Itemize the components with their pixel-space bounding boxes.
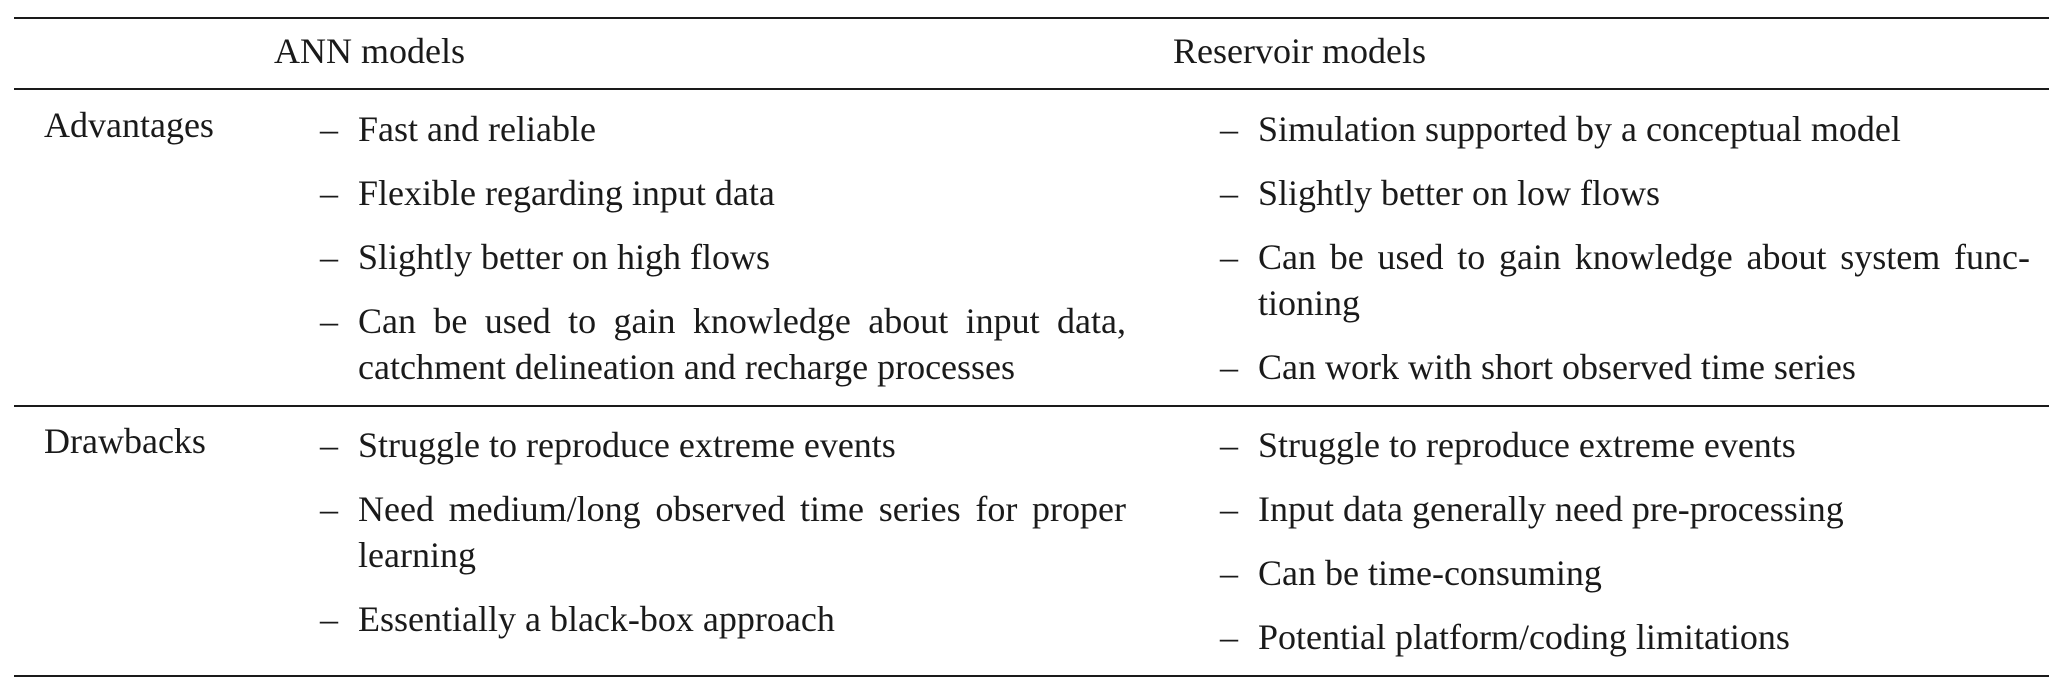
bullet-dash: – [1220, 553, 1238, 593]
bullet-dash: – [1220, 173, 1238, 213]
bullet-dash: – [320, 489, 338, 529]
list-item: –Simulation supported by a conceptual mo… [1220, 106, 2030, 152]
row-label-drawbacks: Drawbacks [44, 421, 206, 461]
drawbacks-ann-list: –Struggle to reproduce extreme events –N… [320, 422, 1126, 660]
bullet-dash: – [1220, 489, 1238, 529]
list-item: –Can work with short observed time serie… [1220, 344, 2030, 390]
list-item: –Struggle to reproduce extreme events [320, 422, 1126, 468]
advantages-ann-list: –Fast and reliable –Flexible regarding i… [320, 106, 1126, 408]
bullet-dash: – [320, 173, 338, 213]
bottom-rule [14, 675, 2049, 677]
bullet-dash: – [1220, 237, 1238, 277]
row-divider-rule [14, 405, 2049, 407]
list-item: –Slightly better on low flows [1220, 170, 2030, 216]
advantages-reservoir-list: –Simulation supported by a conceptual mo… [1220, 106, 2030, 408]
column-header-ann-models: ANN models [274, 31, 465, 71]
list-item: –Flexible regarding input data [320, 170, 1126, 216]
list-item: –Potential platform/coding limitations [1220, 614, 2030, 660]
list-item: –Slightly better on high flows [320, 234, 1126, 280]
bullet-dash: – [320, 425, 338, 465]
list-item: –Can be used to gain knowledge about sys… [1220, 234, 2030, 326]
drawbacks-reservoir-list: –Struggle to reproduce extreme events –I… [1220, 422, 2030, 678]
list-item: –Essentially a black-box approach [320, 596, 1126, 642]
bullet-dash: – [320, 237, 338, 277]
header-rule [14, 88, 2049, 90]
bullet-dash: – [320, 599, 338, 639]
bullet-dash: – [1220, 347, 1238, 387]
list-item: –Input data generally need pre-processin… [1220, 486, 2030, 532]
bullet-dash: – [1220, 425, 1238, 465]
bullet-dash: – [1220, 109, 1238, 149]
bullet-dash: – [320, 301, 338, 341]
column-header-reservoir-models: Reservoir models [1173, 31, 1426, 71]
list-item: –Can be used to gain knowledge about inp… [320, 298, 1126, 390]
top-rule [14, 17, 2049, 19]
list-item: –Need medium/long observed time series f… [320, 486, 1126, 578]
row-label-advantages: Advantages [44, 105, 214, 145]
list-item: –Fast and reliable [320, 106, 1126, 152]
bullet-dash: – [1220, 617, 1238, 657]
bullet-dash: – [320, 109, 338, 149]
list-item: –Can be time-consuming [1220, 550, 2030, 596]
list-item: –Struggle to reproduce extreme events [1220, 422, 2030, 468]
